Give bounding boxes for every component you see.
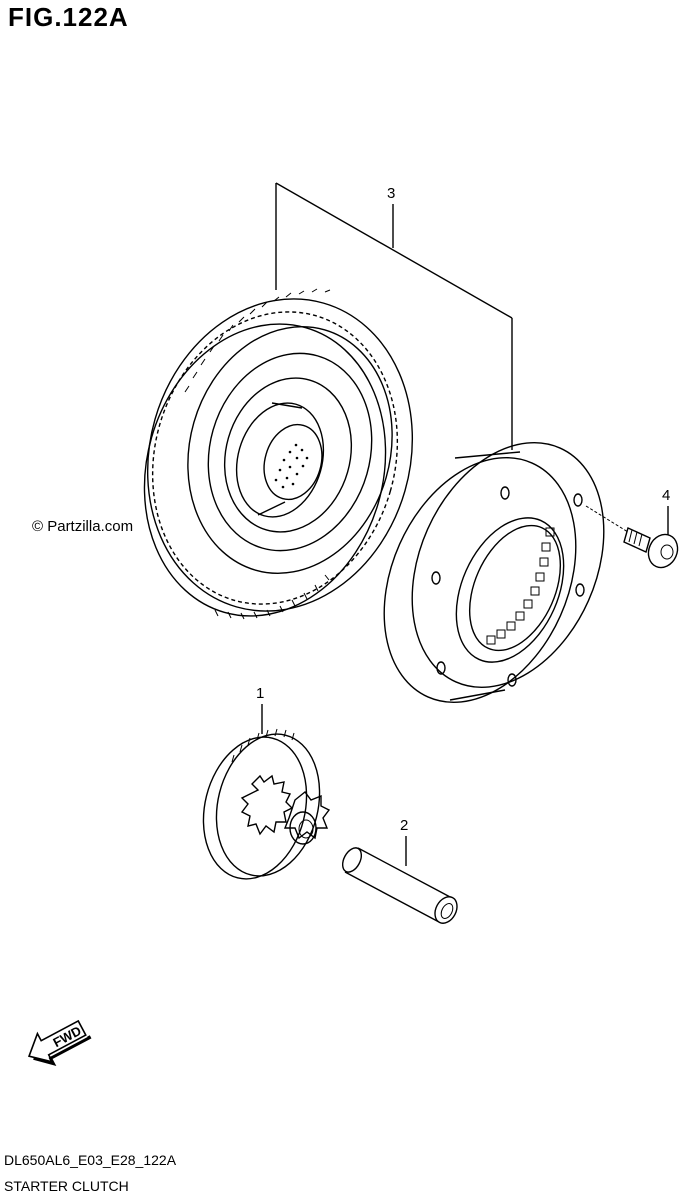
leader-3 xyxy=(275,182,513,450)
figure-title: FIG.122A xyxy=(8,2,129,32)
diagram-description: STARTER CLUTCH xyxy=(4,1178,129,1194)
callout-2: 2 xyxy=(400,817,408,834)
callout-4: 4 xyxy=(662,487,670,504)
partzilla-watermark: © Partzilla.com xyxy=(32,518,134,535)
starter-idle-gear xyxy=(202,704,331,880)
starter-clutch-body xyxy=(383,442,605,703)
callout-1: 1 xyxy=(256,685,264,702)
fwd-label: FWD xyxy=(50,1023,83,1050)
starter-driven-gear xyxy=(143,288,414,620)
diagram-code: DL650AL6_E03_E28_122A xyxy=(4,1152,177,1168)
hub-spline-dots xyxy=(274,443,309,489)
clutch-bolt xyxy=(585,505,679,569)
idle-gear-shaft xyxy=(341,836,458,924)
callout-3: 3 xyxy=(387,185,395,202)
fwd-arrow-icon: FWD xyxy=(27,1019,92,1066)
clutch-rollers xyxy=(486,527,555,645)
